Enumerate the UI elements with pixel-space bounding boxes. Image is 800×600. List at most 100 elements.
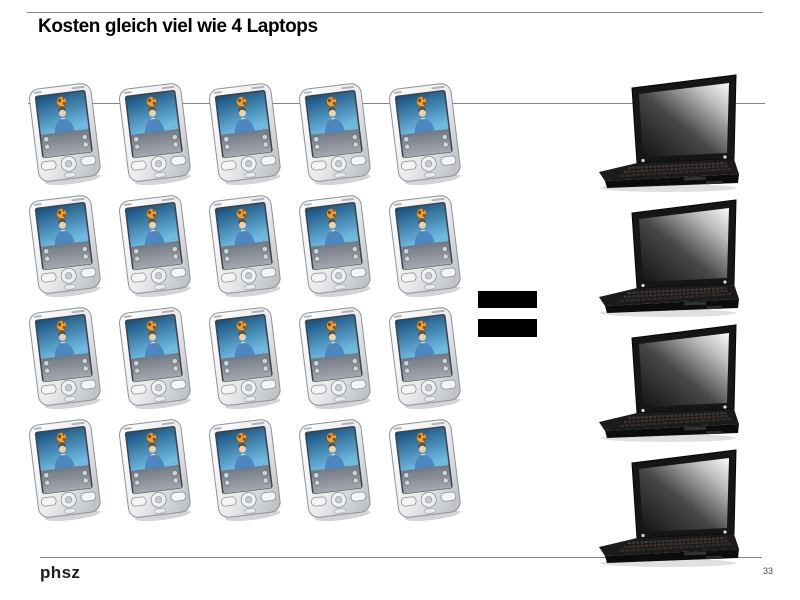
pda-hardware-buttons [130,379,187,402]
pda-handheld-icon [29,307,101,410]
pda-shadow [44,397,101,410]
person-figure [234,219,255,246]
laptop-base [599,284,739,313]
person-figure [54,107,75,134]
pda-shadow [404,397,461,410]
laptop-icon [599,324,739,442]
pda-hardware-buttons [310,379,367,402]
pda-screen-bezel [214,313,273,383]
pda-model-mark [341,309,355,314]
pda-shadow [314,285,371,298]
pda-hardware-buttons [220,491,277,514]
pda-screen-photo [36,203,89,247]
pda-silkscreen-area [310,129,362,158]
pda-screen-photo [306,91,359,135]
pda-shadow [224,285,281,298]
pda-silkscreen-area [400,465,452,494]
pda-body-group [119,419,191,522]
pda-silkscreen-area [220,241,272,270]
pda-body-group [209,195,281,298]
pda-hardware-buttons [40,379,97,402]
pda-case [119,419,191,518]
pda-model-mark [161,85,175,90]
pda-screen-bezel [34,313,93,383]
pda-model-mark [251,309,265,314]
pda-body-group [389,83,461,186]
pda-brand-mark [33,91,42,94]
pda-hardware-buttons [130,491,187,514]
pda-screen-bezel [34,425,93,495]
pda-body-group [29,419,101,522]
pda-model-mark [161,309,175,314]
pda-body-group [209,419,281,522]
pda-case [389,195,461,294]
hinge-dot-left [641,283,645,288]
pda-brand-mark [393,315,402,318]
pda-model-mark [431,309,445,314]
pda-model-mark [431,421,445,426]
pda-hardware-buttons [220,379,277,402]
pda-shadow [134,285,191,298]
person-figure [324,107,345,134]
pda-handheld-icon [389,83,461,186]
person-figure [414,443,435,470]
pda-brand-mark [123,203,132,206]
header-rule [28,103,765,104]
pda-body-group [389,307,461,410]
pda-body-group [299,307,371,410]
pda-screen-photo [396,427,449,471]
pda-shadow [134,397,191,410]
pda-hardware-buttons [220,155,277,178]
pda-shadow [404,285,461,298]
pda-brand-mark [213,427,222,430]
pda-body-group [119,195,191,298]
pda-model-mark [431,197,445,202]
pda-screen-bezel [214,89,273,159]
pda-silkscreen-area [130,241,182,270]
pda-shadow [44,173,101,186]
pda-hardware-buttons [130,155,187,178]
pda-case [119,307,191,406]
pda-silkscreen-area [220,129,272,158]
pda-case [119,83,191,182]
pda-screen-bezel [34,201,93,271]
soccer-ball [416,208,427,219]
soccer-ball [56,432,67,443]
pda-silkscreen-area [310,353,362,382]
soccer-ball [236,432,247,443]
pda-hardware-buttons [400,379,457,402]
soccer-ball [326,320,337,331]
pda-handheld-icon [119,83,191,186]
pda-shadow [314,173,371,186]
pda-shadow [224,173,281,186]
pda-screen-bezel [304,313,363,383]
pda-handheld-icon [209,419,281,522]
pda-handheld-icon [209,195,281,298]
laptop-base [599,159,739,188]
pda-body-group [389,195,461,298]
pda-body-group [299,83,371,186]
pda-model-mark [251,421,265,426]
pda-handheld-icon [119,195,191,298]
pda-body-group [389,419,461,522]
pda-handheld-icon [389,419,461,522]
pda-model-mark [71,197,85,202]
pda-case [299,307,371,406]
laptop-lid [631,324,737,414]
pda-case [389,419,461,518]
soccer-ball [416,432,427,443]
pda-shadow [134,509,191,522]
person-figure [324,331,345,358]
soccer-ball [416,96,427,107]
soccer-ball [146,320,157,331]
pda-screen-bezel [214,425,273,495]
pda-handheld-icon [119,419,191,522]
pda-screen-photo [396,203,449,247]
pda-model-mark [161,197,175,202]
laptop-shadow [600,309,736,317]
laptop-screen [639,208,729,282]
pda-brand-mark [303,427,312,430]
pda-shadow [44,509,101,522]
pda-handheld-icon [29,419,101,522]
